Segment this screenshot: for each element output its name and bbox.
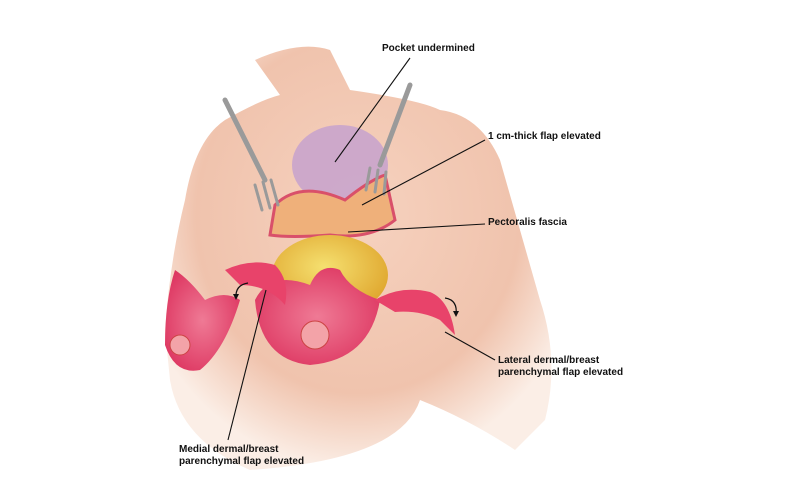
medial-flap <box>225 262 287 305</box>
retractor-right <box>364 82 413 196</box>
label-lateral-line2: parenchymal flap elevated <box>498 367 624 378</box>
label-flap-elevated: 1 cm-thick flap elevated <box>488 131 601 142</box>
label-pectoralis-fascia: Pectoralis fascia <box>488 217 567 228</box>
retractor-left <box>222 97 280 212</box>
label-medial-flap: Medial dermal/breast parenchymal flap el… <box>179 444 304 468</box>
upper-flap <box>268 173 397 238</box>
label-lateral-flap: Lateral dermal/breast parenchymal flap e… <box>498 355 623 379</box>
label-lateral-line1: Lateral dermal/breast <box>498 355 600 366</box>
label-medial-line1: Medial dermal/breast <box>179 444 279 455</box>
lateral-flap <box>375 289 455 335</box>
label-medial-line2: parenchymal flap elevated <box>179 456 305 467</box>
central-breast <box>255 267 380 365</box>
label-pocket-undermined: Pocket undermined <box>382 43 475 54</box>
leader-lines <box>227 57 496 441</box>
